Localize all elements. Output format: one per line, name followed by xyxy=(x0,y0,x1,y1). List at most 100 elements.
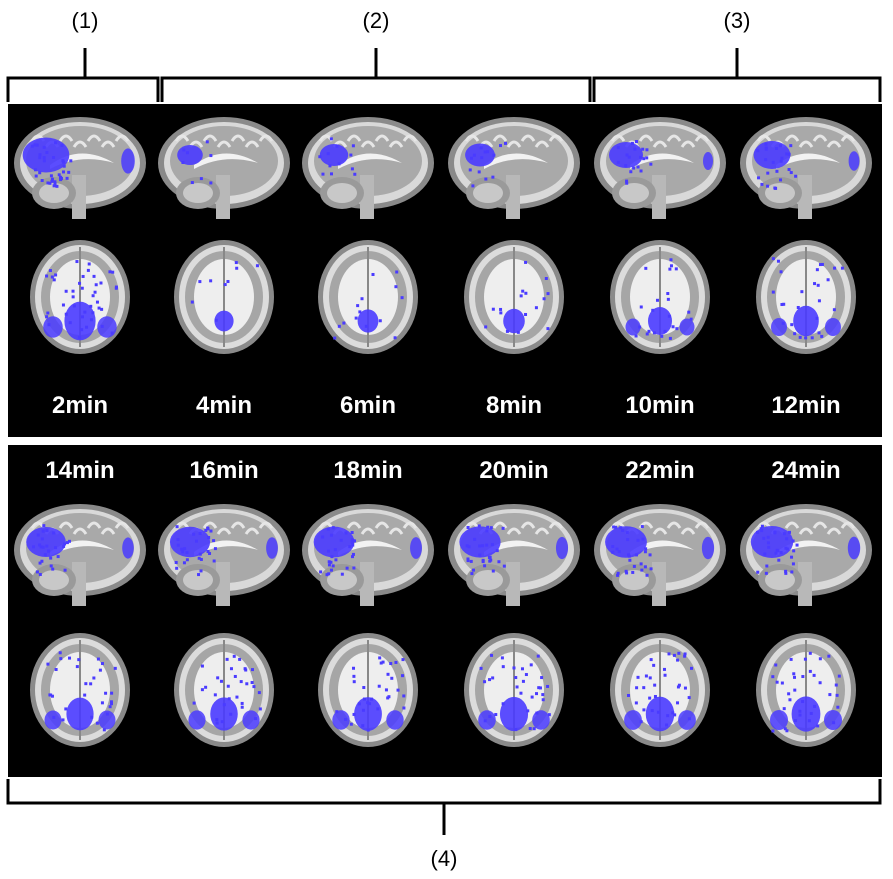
time-label: 18min xyxy=(333,457,403,484)
activation-posterior-5 xyxy=(753,141,791,169)
activation-frontal-7 xyxy=(266,537,278,559)
sagittal-view-2min xyxy=(10,113,150,223)
activation-frontal-0 xyxy=(121,148,135,174)
time-label: 10min xyxy=(625,392,695,419)
sagittal-brain-10 xyxy=(594,504,726,606)
time-label: 24min xyxy=(771,457,841,484)
activation-precuneus-6 xyxy=(66,697,94,731)
activation-precuneus-7 xyxy=(210,697,238,731)
axial-brain-4 xyxy=(610,240,710,354)
axial-view-12min xyxy=(751,237,861,357)
time-label: 22min xyxy=(625,457,695,484)
activation-frontal-9 xyxy=(555,536,569,560)
axial-view-24min xyxy=(751,630,861,750)
sagittal-view-14min xyxy=(10,500,150,610)
axial-view-2min xyxy=(25,237,135,357)
sagittal-brain-7 xyxy=(158,504,290,606)
axial-view-18min xyxy=(313,630,423,750)
sagittal-view-12min xyxy=(736,113,876,223)
activation-frontal-10 xyxy=(701,536,715,560)
axial-view-22min xyxy=(605,630,715,750)
axial-view-20min xyxy=(459,630,569,750)
activation-frontal-8 xyxy=(410,537,422,559)
group-label-4: (4) xyxy=(430,846,458,871)
axial-brain-8 xyxy=(318,633,418,747)
activation-precuneus-0 xyxy=(64,301,96,341)
sagittal-brain-6 xyxy=(14,504,146,606)
activation-frontal-4 xyxy=(703,152,713,170)
axial-view-10min xyxy=(605,237,715,357)
bracket-group-1 xyxy=(6,76,160,102)
activation-precuneus-8 xyxy=(354,697,382,731)
activation-precuneus-3 xyxy=(503,308,525,334)
sagittal-view-24min xyxy=(736,500,876,610)
activation-posterior-6 xyxy=(26,527,66,557)
sagittal-brain-4 xyxy=(594,117,726,219)
activation-precuneus-10 xyxy=(645,696,675,732)
sagittal-view-6min xyxy=(298,113,438,223)
axial-brain-11 xyxy=(756,633,856,747)
sagittal-view-16min xyxy=(154,500,294,610)
sagittal-brain-2 xyxy=(302,117,434,219)
sagittal-brain-1 xyxy=(158,117,290,219)
sagittal-brain-9 xyxy=(448,504,580,606)
sagittal-view-8min xyxy=(444,113,584,223)
group-label-2: (2) xyxy=(362,8,390,33)
panel-bottom xyxy=(8,445,882,777)
activation-precuneus-4 xyxy=(648,307,672,335)
bracket-group-3 xyxy=(592,76,882,102)
sagittal-brain-8 xyxy=(302,504,434,606)
axial-view-6min xyxy=(313,237,423,357)
sagittal-brain-0 xyxy=(14,117,146,219)
activation-posterior-7 xyxy=(169,526,211,558)
time-label: 4min xyxy=(195,392,252,419)
time-label: 20min xyxy=(479,457,549,484)
activation-frontal-6 xyxy=(122,537,134,559)
axial-view-8min xyxy=(459,237,569,357)
bracket-group-4 xyxy=(6,779,882,805)
bracket-group-2 xyxy=(160,76,592,102)
sagittal-brain-3 xyxy=(448,117,580,219)
activation-precuneus-9 xyxy=(499,696,529,732)
sagittal-view-22min xyxy=(590,500,730,610)
axial-view-16min xyxy=(169,630,279,750)
activation-posterior-3 xyxy=(465,143,495,167)
sagittal-view-10min xyxy=(590,113,730,223)
activation-posterior-9 xyxy=(459,526,501,558)
time-label: 12min xyxy=(771,392,841,419)
group-label-1: (1) xyxy=(71,8,99,33)
activation-posterior-2 xyxy=(319,144,349,166)
activation-precuneus-5 xyxy=(793,305,819,337)
axial-brain-1 xyxy=(174,240,274,354)
activation-frontal-11 xyxy=(847,536,861,560)
activation-precuneus-11 xyxy=(791,696,821,732)
sagittal-brain-5 xyxy=(740,117,872,219)
axial-view-14min xyxy=(25,630,135,750)
axial-brain-0 xyxy=(30,240,130,354)
axial-brain-3 xyxy=(464,240,564,354)
sagittal-view-18min xyxy=(298,500,438,610)
axial-brain-10 xyxy=(610,633,710,747)
axial-brain-2 xyxy=(318,240,418,354)
sagittal-view-20min xyxy=(444,500,584,610)
activation-precuneus-1 xyxy=(214,310,234,332)
sagittal-view-4min xyxy=(154,113,294,223)
time-label: 2min xyxy=(51,392,108,419)
time-label: 14min xyxy=(45,457,115,484)
activation-posterior-0 xyxy=(22,137,70,173)
axial-brain-9 xyxy=(464,633,564,747)
axial-brain-7 xyxy=(174,633,274,747)
panel-top xyxy=(8,104,882,437)
activation-posterior-1 xyxy=(177,145,203,165)
axial-brain-6 xyxy=(30,633,130,747)
time-label: 16min xyxy=(189,457,259,484)
axial-brain-5 xyxy=(756,240,856,354)
activation-posterior-11 xyxy=(750,526,794,558)
sagittal-brain-11 xyxy=(740,504,872,606)
activation-frontal-5 xyxy=(848,151,860,171)
group-label-3: (3) xyxy=(723,8,751,33)
activation-precuneus-2 xyxy=(357,309,379,333)
axial-view-4min xyxy=(169,237,279,357)
